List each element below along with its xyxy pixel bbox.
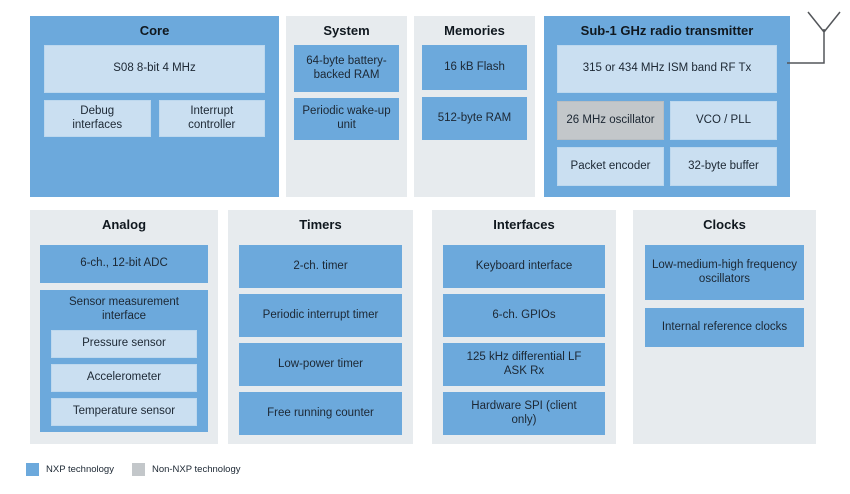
block-battery-backed-ram: 64-byte battery-backed RAM — [294, 45, 399, 92]
section-interfaces: Interfaces Keyboard interface 6-ch. GPIO… — [432, 210, 616, 444]
block-periodic-wakeup-unit: Periodic wake-up unit — [294, 98, 399, 140]
block-periodic-interrupt-timer: Periodic interrupt timer — [239, 294, 402, 337]
legend-non-nxp-label: Non-NXP technology — [151, 464, 241, 475]
block-accelerometer: Accelerometer — [51, 363, 197, 392]
block-cpu: S08 8-bit 4 MHz — [44, 45, 265, 93]
block-adc: 6-ch., 12-bit ADC — [40, 245, 208, 283]
legend-item-nxp: NXP technology — [26, 463, 114, 476]
block-low-power-timer: Low-power timer — [239, 343, 402, 386]
section-clocks-title: Clocks — [703, 217, 746, 232]
radio-sub-blocks-grid: 26 MHz oscillator VCO / PLL Packet encod… — [557, 101, 777, 186]
block-free-running-counter: Free running counter — [239, 392, 402, 435]
sensor-measurement-interface-label: Sensor measurement interface — [69, 296, 179, 322]
non-nxp-color-swatch — [131, 463, 145, 476]
nxp-color-swatch — [26, 463, 39, 476]
block-flash: 16 kB Flash — [422, 45, 527, 90]
block-32byte-buffer: 32-byte buffer — [670, 147, 777, 186]
section-radio-title: Sub-1 GHz radio transmitter — [580, 23, 754, 38]
block-pressure-sensor: Pressure sensor — [51, 329, 197, 358]
section-radio-transmitter: Sub-1 GHz radio transmitter 315 or 434 M… — [544, 16, 790, 197]
section-core-title: Core — [139, 23, 170, 38]
section-core: Core S08 8-bit 4 MHz Debug interfaces In… — [30, 16, 279, 197]
block-keyboard-interface: Keyboard interface — [443, 245, 605, 288]
section-memories: Memories 16 kB Flash 512-byte RAM — [414, 16, 535, 197]
block-2ch-timer: 2-ch. timer — [239, 245, 402, 288]
block-ram: 512-byte RAM — [422, 97, 527, 140]
legend: NXP technology Non-NXP technology — [26, 463, 241, 476]
core-sub-blocks-row: Debug interfaces Interrupt controller — [44, 100, 265, 137]
block-temperature-sensor: Temperature sensor — [51, 397, 197, 426]
section-clocks: Clocks Low-medium-high frequency oscilla… — [633, 210, 816, 444]
block-debug-interfaces: Debug interfaces — [44, 100, 151, 137]
section-interfaces-title: Interfaces — [493, 217, 555, 232]
block-sensor-measurement-interface: Sensor measurement interface Pressure se… — [40, 290, 208, 432]
legend-item-non-nxp: Non-NXP technology — [131, 463, 241, 476]
section-memories-title: Memories — [444, 23, 505, 38]
section-system-title: System — [323, 23, 370, 38]
block-internal-reference-clocks: Internal reference clocks — [645, 308, 804, 347]
block-rf-tx: 315 or 434 MHz ISM band RF Tx — [557, 45, 777, 93]
section-timers: Timers 2-ch. timer Periodic interrupt ti… — [228, 210, 413, 444]
antenna-icon — [787, 11, 841, 64]
block-vco-pll: VCO / PLL — [670, 101, 777, 140]
block-gpios: 6-ch. GPIOs — [443, 294, 605, 337]
legend-nxp-label: NXP technology — [46, 464, 114, 475]
section-system: System 64-byte battery-backed RAM Period… — [286, 16, 407, 197]
section-analog: Analog 6-ch., 12-bit ADC Sensor measurem… — [30, 210, 218, 444]
block-interrupt-controller: Interrupt controller — [158, 100, 265, 137]
block-packet-encoder: Packet encoder — [557, 147, 664, 186]
block-lf-ask-rx: 125 kHz differential LF ASK Rx — [443, 343, 605, 386]
section-timers-title: Timers — [299, 217, 342, 232]
block-26mhz-oscillator: 26 MHz oscillator — [557, 101, 664, 140]
block-hardware-spi: Hardware SPI (client only) — [443, 392, 605, 435]
block-frequency-oscillators: Low-medium-high frequency oscillators — [645, 245, 804, 300]
section-analog-title: Analog — [101, 217, 147, 232]
